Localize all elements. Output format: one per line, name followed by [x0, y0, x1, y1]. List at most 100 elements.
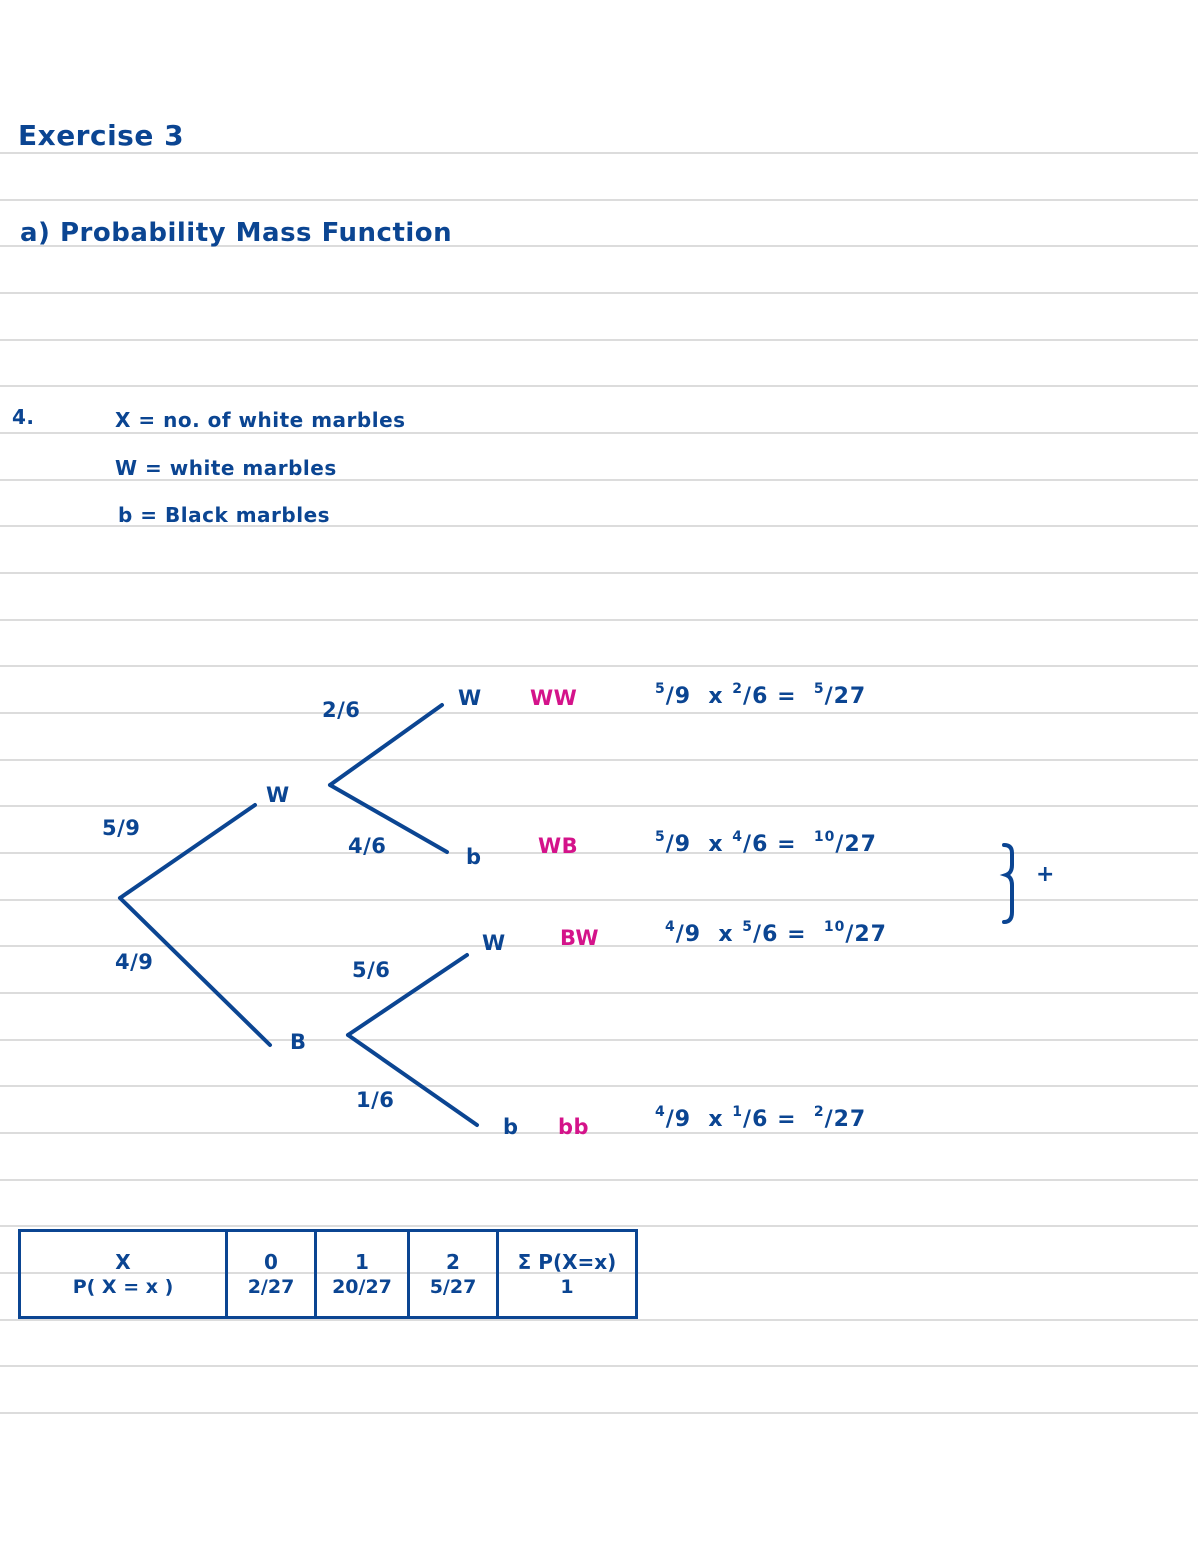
prob-b-w: 5/6 [352, 958, 391, 982]
calc-bw-result-num: 10 [823, 919, 846, 935]
prob-w-w: 2/6 [322, 698, 361, 722]
outcome-ww: WW [530, 686, 578, 710]
node-bb-b: b [503, 1115, 519, 1139]
calc-bb-result-num: 2 [813, 1104, 825, 1120]
node-first-w: W [266, 783, 290, 807]
exercise-title: Exercise 3 [18, 119, 185, 152]
section-subtitle: a) Probability Mass Function [20, 218, 453, 248]
x-value: 0 [264, 1249, 278, 1274]
ruled-line [0, 665, 1198, 667]
calc-wb-result-den: /27 [835, 832, 877, 857]
table-cell-x0: 0 2/27 [225, 1229, 317, 1319]
calc-bw: 4/9 x 5/6 = 10/27 [665, 920, 887, 946]
ruled-line [0, 619, 1198, 621]
calc-ww: 5/9 x 2/6 = 5/27 [655, 682, 866, 708]
table-row: X P( X = x ) 0 2/27 1 20/27 2 5/27 [18, 1229, 638, 1319]
ruled-line [0, 199, 1198, 201]
ruled-line [0, 852, 1198, 854]
node-first-b: B [290, 1030, 307, 1054]
prob-b-b: 1/6 [356, 1088, 395, 1112]
row-label-x: X [115, 1249, 131, 1274]
ruled-line [0, 339, 1198, 341]
p-value: 5/27 [429, 1275, 477, 1298]
equals-sign: = [787, 922, 807, 947]
ruled-line [0, 1039, 1198, 1041]
outcome-bw: BW [560, 926, 600, 950]
p-value: 20/27 [332, 1275, 392, 1298]
calc-ww-result-num: 5 [813, 681, 825, 697]
calc-bb-a-num: 4 [655, 1104, 666, 1120]
p-value: 2/27 [247, 1275, 295, 1298]
calc-wb-b-den: /6 [743, 832, 769, 857]
ruled-line [0, 1179, 1198, 1181]
ruled-line [0, 572, 1198, 574]
ruled-line [0, 1365, 1198, 1367]
ruled-line [0, 1225, 1198, 1227]
times-sign: x [708, 832, 724, 857]
calc-wb-result-num: 10 [813, 829, 836, 845]
ruled-line [0, 432, 1198, 434]
brace-plus-note: + [1036, 862, 1056, 887]
calc-bb-b-den: /6 [743, 1107, 769, 1132]
ruled-line [0, 1412, 1198, 1414]
sum-value: 1 [560, 1275, 574, 1298]
calc-ww-result-den: /27 [824, 684, 867, 709]
definition-x: X = no. of white marbles [115, 408, 406, 432]
calc-wb: 5/9 x 4/6 = 10/27 [655, 830, 877, 856]
ruled-line [0, 479, 1198, 481]
table-cell-x1: 1 20/27 [314, 1229, 410, 1319]
ruled-line [0, 292, 1198, 294]
calc-bw-a-num: 4 [665, 919, 676, 935]
calc-ww-b-num: 2 [732, 681, 744, 697]
ruled-line [0, 899, 1198, 901]
ruled-line [0, 1085, 1198, 1087]
pmf-table: X P( X = x ) 0 2/27 1 20/27 2 5/27 [18, 1229, 638, 1319]
equals-sign: = [777, 832, 797, 857]
ruled-line [0, 1319, 1198, 1321]
calc-bb: 4/9 x 1/6 = 2/27 [655, 1105, 866, 1131]
outcome-wb: WB [538, 834, 579, 858]
calc-bw-b-num: 5 [742, 919, 754, 935]
calc-ww-b-den: /6 [743, 684, 769, 709]
equals-sign: = [777, 684, 797, 709]
brace-mark [999, 843, 1014, 924]
table-cell-x2: 2 5/27 [407, 1229, 499, 1319]
ruled-line [0, 385, 1198, 387]
ruled-line [0, 805, 1198, 807]
prob-first-w: 5/9 [102, 816, 141, 840]
row-label-cell: X P( X = x ) [18, 1229, 228, 1319]
calc-bw-a-den: /9 [675, 922, 702, 947]
ruled-line [0, 759, 1198, 761]
calc-bb-a-den: /9 [665, 1107, 692, 1132]
row-label-p: P( X = x ) [72, 1275, 174, 1298]
calc-wb-a-den: /9 [665, 832, 692, 857]
ruled-line [0, 945, 1198, 947]
calc-bb-b-num: 1 [732, 1104, 744, 1120]
ruled-line [0, 992, 1198, 994]
times-sign: x [708, 684, 724, 709]
ruled-line [0, 245, 1198, 247]
node-bw-w: W [482, 931, 506, 955]
table-cell-sum: Σ P(X=x) 1 [496, 1229, 638, 1319]
calc-bw-b-den: /6 [753, 922, 779, 947]
outcome-bb: bb [558, 1115, 590, 1139]
prob-first-b: 4/9 [115, 950, 154, 974]
calc-wb-b-num: 4 [732, 829, 744, 845]
calc-bw-result-den: /27 [845, 922, 887, 947]
times-sign: x [718, 922, 734, 947]
prob-w-b: 4/6 [348, 834, 387, 858]
calc-ww-a-den: /9 [665, 684, 692, 709]
sum-label: Σ P(X=x) [517, 1249, 617, 1274]
calc-ww-a-num: 5 [655, 681, 666, 697]
ruled-line [0, 712, 1198, 714]
ruled-line [0, 152, 1198, 154]
calc-bb-result-den: /27 [824, 1107, 867, 1132]
definition-w: W = white marbles [115, 456, 337, 480]
question-number: 4. [12, 405, 35, 429]
calc-wb-a-num: 5 [655, 829, 666, 845]
node-ww-w: W [458, 686, 482, 710]
definition-b: b = Black marbles [118, 503, 331, 527]
x-value: 1 [355, 1249, 369, 1274]
ruled-line [0, 525, 1198, 527]
